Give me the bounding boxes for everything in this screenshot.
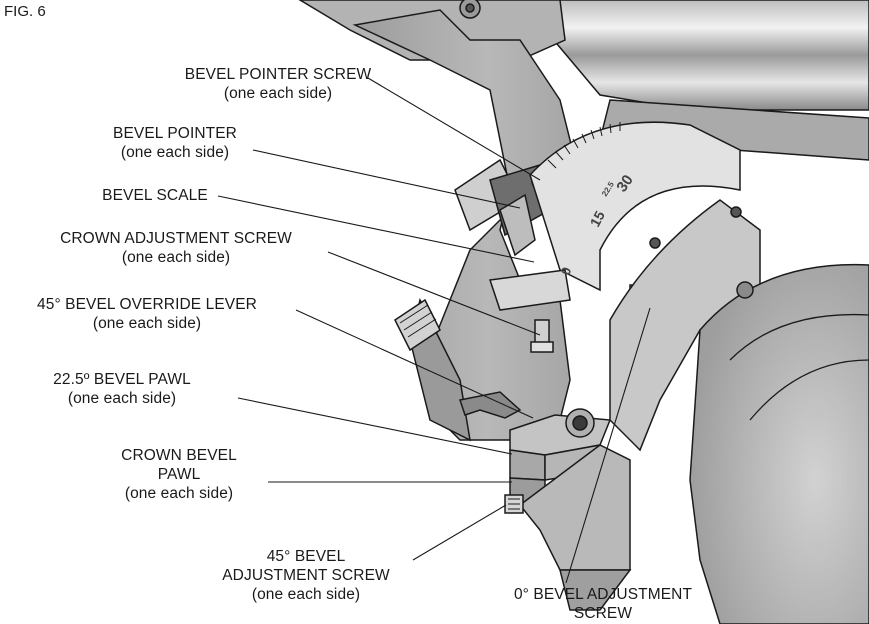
label-line: BEVEL POINTER SCREW	[184, 66, 372, 83]
pawl-lever	[459, 391, 522, 419]
bevel-pawl-block	[509, 408, 612, 511]
label-line: CROWN BEVEL	[121, 447, 237, 464]
label-adj-screw-45: 45° BEVEL ADJUSTMENT SCREW (one each sid…	[196, 547, 416, 604]
label-line: 45° BEVEL	[266, 548, 346, 565]
scale-label-30: 30	[613, 172, 636, 195]
label-crown-bevel-pawl: CROWN BEVEL PAWL (one each side)	[94, 446, 264, 503]
bevel-arm	[352, 9, 576, 442]
bevel-scale	[529, 121, 741, 292]
label-line: BEVEL SCALE	[102, 187, 208, 204]
scale-label-15: 15	[587, 208, 609, 229]
bevel-support	[518, 444, 632, 611]
label-line: (one each side)	[223, 85, 333, 102]
label-line: ADJUSTMENT SCREW	[222, 567, 390, 584]
label-bevel-scale: BEVEL SCALE	[95, 186, 215, 205]
figure-number: FIG. 6	[4, 3, 46, 20]
label-bevel-pointer: BEVEL POINTER (one each side)	[100, 124, 250, 162]
label-line: 0° BEVEL ADJUSTMENT	[513, 586, 693, 603]
label-line: SCREW	[573, 605, 633, 622]
leader-lines	[217, 77, 651, 584]
crown-adjustment-screw	[489, 269, 571, 353]
label-line: (one each side)	[124, 485, 234, 502]
label-line: (one each side)	[92, 315, 202, 332]
label-line: (one each side)	[251, 586, 361, 603]
saw-table	[609, 199, 869, 624]
label-crown-adjustment-screw: CROWN ADJUSTMENT SCREW (one each side)	[26, 229, 326, 267]
label-bevel-pointer-screw: BEVEL POINTER SCREW (one each side)	[178, 65, 378, 103]
adj-screw-45	[504, 494, 524, 514]
label-line: (one each side)	[121, 249, 231, 266]
label-override-lever: 45° BEVEL OVERRIDE LEVER (one each side)	[2, 295, 292, 333]
label-line: (one each side)	[67, 390, 177, 407]
label-line: BEVEL POINTER	[113, 125, 237, 142]
label-adj-screw-0: 0° BEVEL ADJUSTMENT SCREW	[488, 585, 718, 623]
label-line: 22.5º BEVEL PAWL	[53, 371, 191, 388]
label-line: PAWL	[157, 466, 201, 483]
override-lever	[394, 298, 441, 352]
label-line: 45° BEVEL OVERRIDE LEVER	[37, 296, 257, 313]
label-pawl-22-5: 22.5º BEVEL PAWL (one each side)	[22, 370, 222, 408]
label-line: (one each side)	[120, 144, 230, 161]
scale-label-0: 0	[558, 265, 575, 277]
label-line: CROWN ADJUSTMENT SCREW	[60, 230, 292, 247]
